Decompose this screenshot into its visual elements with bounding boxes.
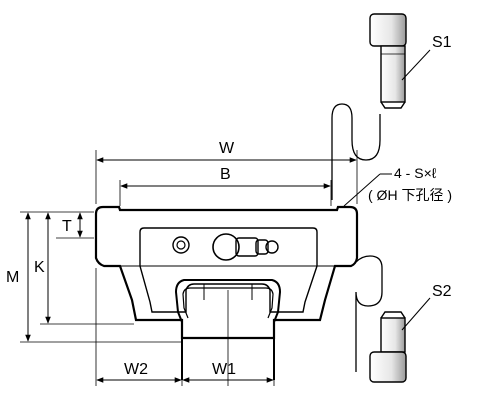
dim-t-label: T (62, 218, 72, 235)
bolt-s2 (369, 311, 407, 383)
extension-lines (20, 150, 358, 386)
dim-w2-label: W2 (124, 361, 148, 378)
s2-leader (401, 297, 431, 331)
holes-spec: 4 - S×ℓ (394, 165, 437, 181)
dim-w-label: W (219, 140, 235, 157)
dim-b-label: B (220, 166, 231, 183)
s2-label: S2 (432, 283, 452, 300)
guide-rail (174, 279, 282, 380)
dim-m-label: M (6, 269, 19, 286)
dim-k-label: K (34, 259, 45, 276)
break-line-bottom (355, 255, 383, 372)
bolt-s1 (369, 13, 407, 109)
carriage-block (94, 205, 359, 340)
s1-leader (401, 49, 431, 81)
s1-label: S1 (432, 34, 452, 51)
pilot-hole-note: ( ØH 下孔径 ) (368, 187, 452, 203)
dim-w1-label: W1 (212, 361, 236, 378)
holes-leader (343, 173, 381, 207)
grease-nipple (172, 233, 279, 261)
break-line-top (331, 103, 381, 200)
